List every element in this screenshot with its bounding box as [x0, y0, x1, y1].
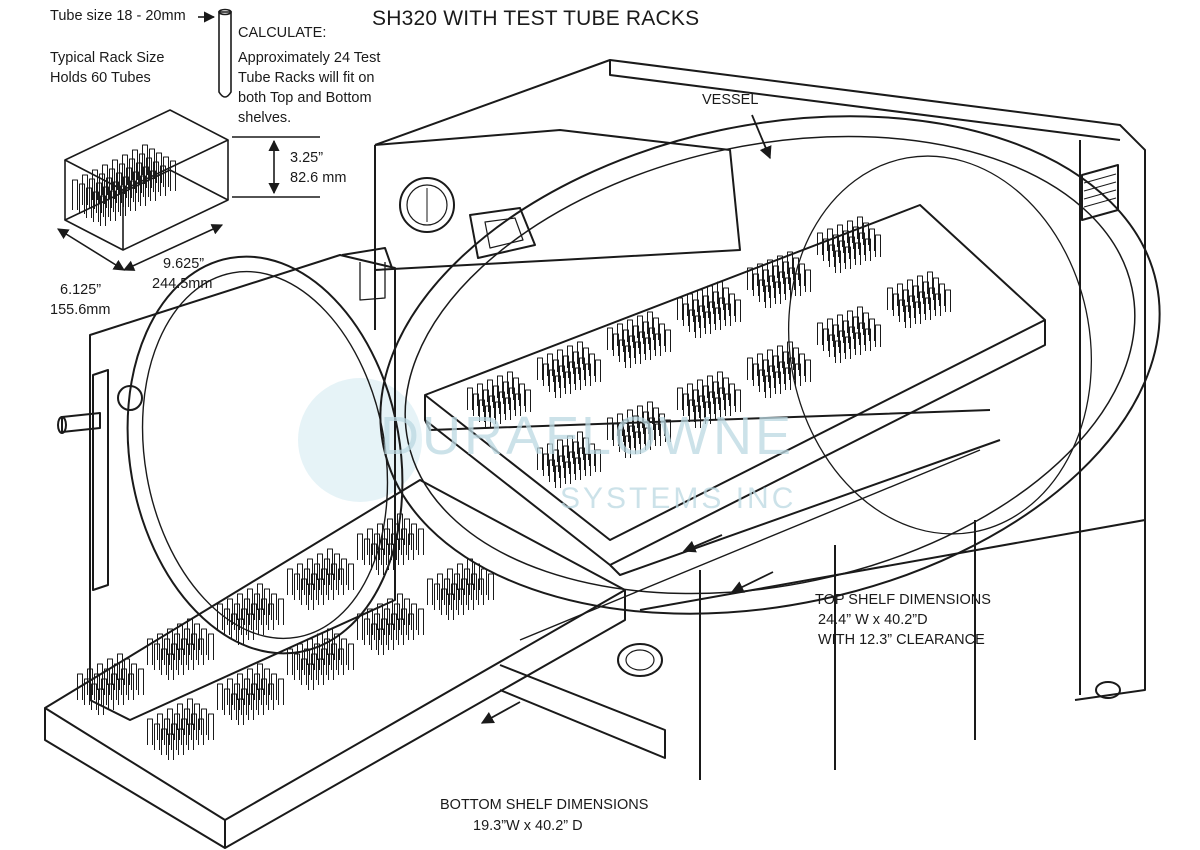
bottom-rack-3	[217, 583, 284, 645]
bottom-shelf	[44, 449, 981, 849]
top-rack-7	[537, 431, 601, 488]
bottom-rack-9	[357, 593, 424, 655]
rack-height-mm: 82.6 mm	[290, 170, 347, 186]
bottom-rack-8	[287, 628, 354, 690]
single-rack-tubes	[72, 144, 176, 226]
rack-length-mm: 244.5mm	[152, 276, 213, 292]
top-shelf	[424, 204, 1046, 576]
diagram-title: SH320 WITH TEST TUBE RACKS	[372, 7, 700, 30]
bottom-rack-2	[147, 618, 214, 680]
vessel-label: VESSEL	[702, 92, 759, 108]
dimension-lines	[57, 11, 320, 271]
top-shelf-clearance: WITH 12.3” CLEARANCE	[818, 632, 985, 648]
bottom-rack-4	[287, 548, 354, 610]
top-shelf-size: 24.4” W x 40.2”D	[818, 612, 928, 628]
watermark-line-2: SYSTEMS INC	[560, 482, 797, 515]
top-rack-4	[677, 281, 741, 338]
rack-width-inches: 6.125”	[60, 282, 102, 298]
single-rack-illustration	[64, 109, 229, 251]
test-tube-illustration	[218, 8, 232, 98]
top-shelf-racks	[467, 216, 951, 488]
callout-arrows	[480, 114, 774, 724]
bottom-shelf-size: 19.3”W x 40.2” D	[473, 818, 583, 834]
rack-height-inches: 3.25”	[290, 150, 324, 166]
top-shelf-heading: TOP SHELF DIMENSIONS	[815, 592, 991, 608]
watermark-line-1: DURAFLOWNE	[380, 406, 795, 466]
single-rack-tube-grid	[72, 144, 176, 226]
bottom-rack-5	[357, 513, 424, 575]
top-rack-1	[467, 371, 531, 428]
rack-width-mm: 155.6mm	[50, 302, 111, 318]
top-rack-10	[747, 341, 811, 398]
calculate-line-2: Tube Racks will fit on	[238, 70, 375, 86]
top-rack-12	[887, 271, 951, 328]
bottom-shelf-heading: BOTTOM SHELF DIMENSIONS	[440, 797, 649, 813]
calculate-line-3: both Top and Bottom	[238, 90, 372, 106]
top-rack-9	[677, 371, 741, 428]
top-rack-8	[607, 401, 671, 458]
top-rack-5	[747, 251, 811, 308]
tube-size-label: Tube size 18 - 20mm	[50, 8, 186, 24]
rack-length-inches: 9.625”	[163, 256, 205, 272]
calculate-heading: CALCULATE:	[238, 25, 327, 41]
bottom-shelf-racks	[77, 513, 494, 760]
typical-rack-line-1: Typical Rack Size	[50, 50, 165, 66]
bottom-rack-1	[77, 653, 144, 715]
top-rack-2	[537, 341, 601, 398]
bottom-rack-10	[427, 558, 494, 620]
bottom-rack-7	[217, 663, 284, 725]
top-rack-6	[817, 216, 881, 273]
top-rack-11	[817, 306, 881, 363]
typical-rack-line-2: Holds 60 Tubes	[50, 70, 151, 86]
top-rack-3	[607, 311, 671, 368]
vessel-opening	[379, 115, 1161, 615]
calculate-line-4: shelves.	[238, 110, 292, 126]
calculate-line-1: Approximately 24 Test	[238, 50, 381, 66]
bottom-rack-6	[147, 698, 214, 760]
